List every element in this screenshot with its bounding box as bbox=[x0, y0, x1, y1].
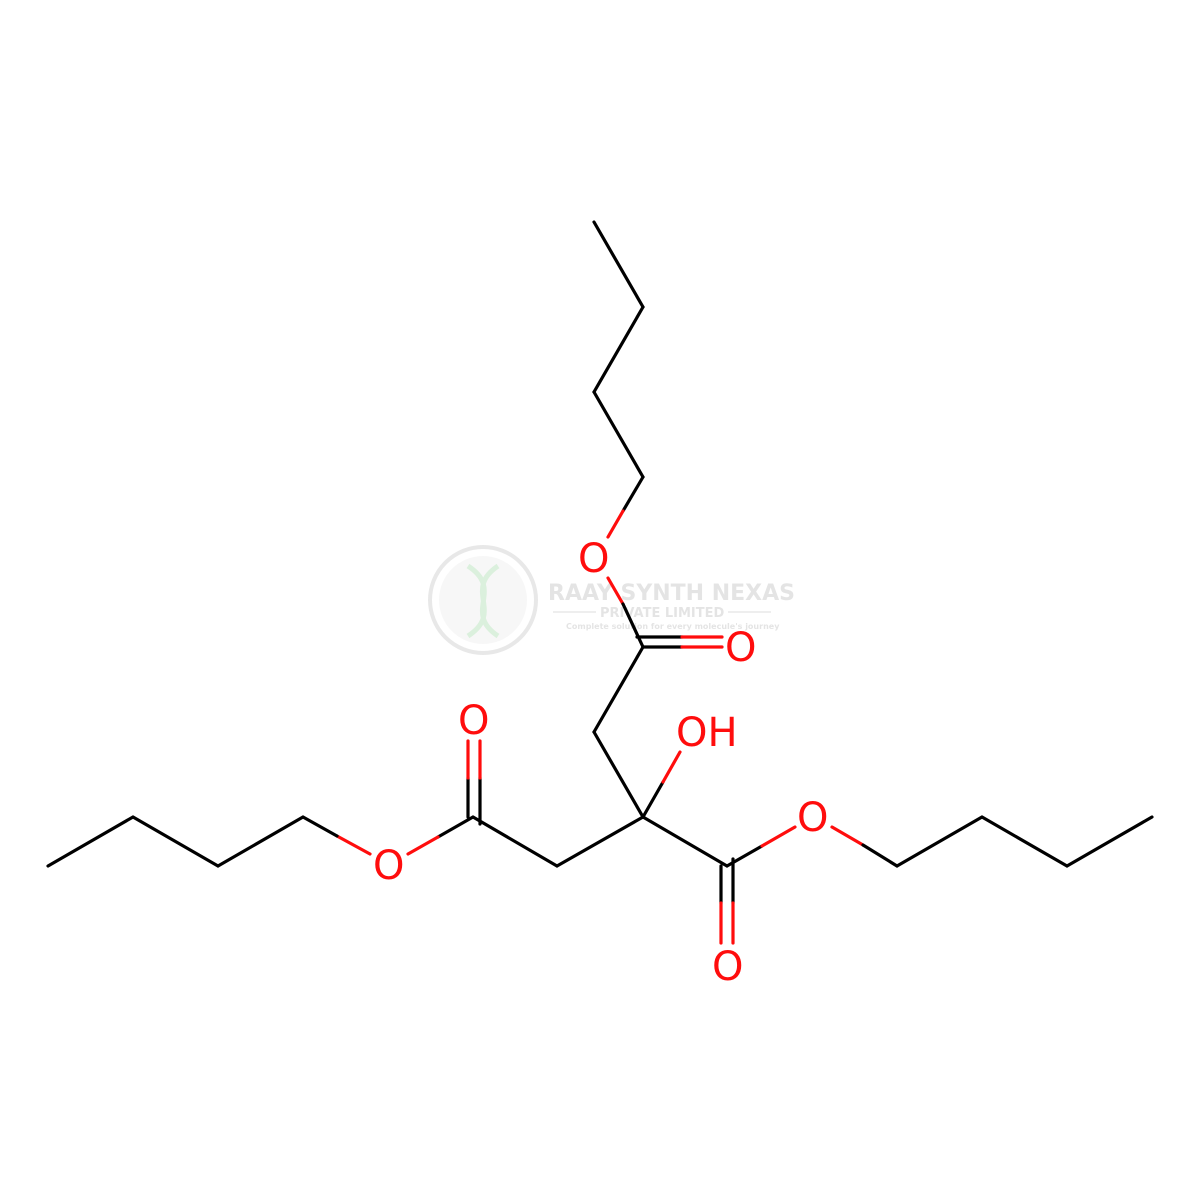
watermark-tagline: Complete solution for every molecule's j… bbox=[566, 622, 780, 631]
bond-top-chain-2 bbox=[592, 305, 645, 394]
atom-ester-o-top: O bbox=[578, 536, 609, 582]
bond-left-ch2-c bbox=[471, 815, 559, 868]
bond-left-c-o bbox=[436, 815, 475, 839]
watermark: RAAY SYNTH NEXAS PRIVATE LIMITED Complet… bbox=[428, 545, 795, 655]
bond-top-ch2 bbox=[592, 645, 645, 734]
atom-carbonyl-o-bottom: O bbox=[712, 944, 743, 990]
bond-center-oh bbox=[641, 780, 665, 819]
bond-top-ester-o-red bbox=[606, 576, 625, 606]
bond-left-o-chain-red bbox=[335, 834, 372, 856]
atom-carbonyl-o-left: O bbox=[458, 698, 489, 744]
bond-right-chain-3 bbox=[1065, 815, 1154, 868]
bond-right-o-chain-red bbox=[830, 825, 865, 847]
bond-top-chain-o-red bbox=[606, 509, 625, 539]
watermark-subtitle: PRIVATE LIMITED bbox=[600, 606, 725, 621]
bond-left-o-chain bbox=[301, 815, 339, 838]
bond-top-chain-3 bbox=[592, 390, 645, 479]
bond-right-chain-1 bbox=[895, 815, 984, 868]
atom-hydroxyl: OH bbox=[676, 710, 738, 756]
bond-left-chain-3 bbox=[46, 815, 135, 868]
bond-top-ester-c bbox=[621, 602, 645, 649]
bond-top-chain-o bbox=[621, 475, 645, 513]
bond-center-right-c bbox=[641, 815, 729, 868]
bond-center-oh-red bbox=[661, 750, 682, 784]
bond-right-c-o-red bbox=[760, 825, 797, 848]
bond-center-left-ch2 bbox=[555, 815, 645, 868]
bond-right-o-chain bbox=[861, 843, 899, 868]
atom-ester-o-left: O bbox=[373, 843, 404, 889]
bond-left-chain-1 bbox=[216, 815, 305, 868]
watermark-helix-icon bbox=[466, 563, 500, 639]
bond-top-chain-1 bbox=[592, 220, 645, 309]
bond-left-c-o-red bbox=[406, 835, 440, 856]
bond-ch2-center bbox=[592, 730, 645, 819]
bond-left-chain-2 bbox=[131, 815, 220, 868]
bond-right-chain-2 bbox=[980, 815, 1069, 868]
watermark-company: RAAY SYNTH NEXAS bbox=[548, 581, 795, 606]
atom-carbonyl-o-top: O bbox=[725, 625, 756, 671]
atom-ester-o-right: O bbox=[797, 795, 828, 841]
watermark-logo-icon bbox=[428, 545, 538, 655]
